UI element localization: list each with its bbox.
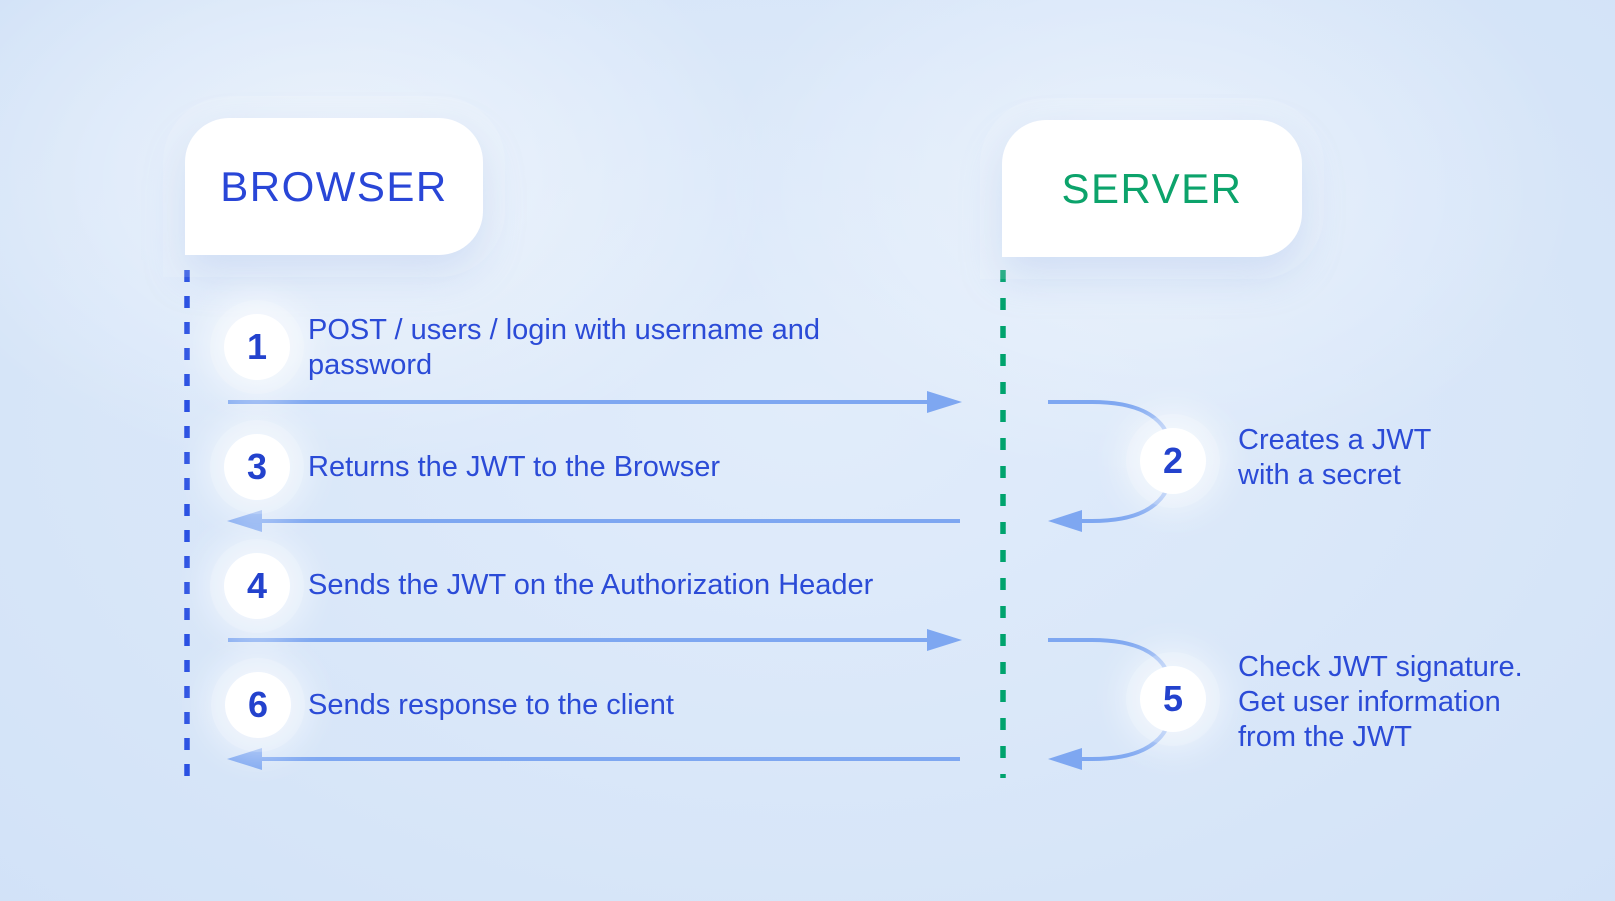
step-3-number: 3	[246, 446, 268, 487]
browser-title: BROWSER	[220, 162, 448, 210]
step-5-number: 5	[1162, 678, 1184, 719]
step-5-badge: 5	[1140, 666, 1206, 732]
step-1-line-2: password	[308, 349, 433, 381]
step-1-arrowhead-icon	[927, 391, 962, 413]
actor-box-browser: BROWSER	[185, 118, 483, 255]
step-4-badge: 4	[224, 553, 290, 619]
step-6-label: Sends response to the client	[308, 688, 674, 723]
step-2-number: 2	[1162, 440, 1184, 481]
step-6-arrowhead-icon	[227, 748, 262, 770]
step-2-badge: 2	[1140, 428, 1206, 494]
step-4-arrowhead-icon	[927, 629, 962, 651]
step-1-badge: 1	[224, 314, 290, 380]
step-5-line-2: Get user information	[1238, 686, 1501, 718]
step-1-line-1: POST / users / login with username and	[308, 314, 821, 346]
step-6-number: 6	[247, 684, 269, 725]
step-4-label: Sends the JWT on the Authorization Heade…	[308, 568, 873, 603]
step-2-label: Creates a JWT with a secret	[1238, 423, 1431, 493]
step-6-badge: 6	[225, 672, 291, 738]
step-3-arrowhead-icon	[227, 510, 262, 532]
actor-box-server: SERVER	[1002, 120, 1302, 257]
server-title: SERVER	[1061, 164, 1243, 212]
step-2-line-1: Creates a JWT	[1238, 424, 1432, 456]
step-3-line-1: Returns the JWT to the Browser	[308, 451, 721, 483]
step-3-label: Returns the JWT to the Browser	[308, 450, 720, 485]
step-1-number: 1	[246, 326, 268, 367]
step-5-line-1: Check JWT signature.	[1238, 651, 1523, 683]
step-3-badge: 3	[224, 434, 290, 500]
step-6-line-1: Sends response to the client	[308, 689, 674, 721]
step-4-line-1: Sends the JWT on the Authorization Heade…	[308, 569, 874, 601]
step-2-line-2: with a secret	[1238, 459, 1401, 491]
step-2-arrowhead-icon	[1048, 510, 1082, 532]
step-4-number: 4	[246, 565, 268, 606]
step-5-line-3: from the JWT	[1238, 721, 1413, 753]
step-5-label: Check JWT signature. Get user informatio…	[1238, 650, 1523, 755]
step-1-label: POST / users / login with username and p…	[308, 313, 820, 383]
step-5-arrowhead-icon	[1048, 748, 1082, 770]
